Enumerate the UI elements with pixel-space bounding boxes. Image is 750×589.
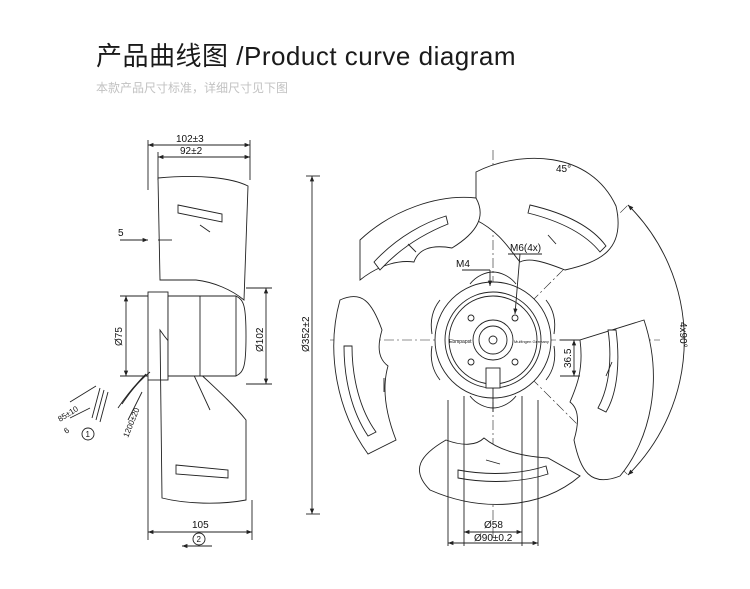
- dim-angle-4x90: 4x90°: [677, 322, 688, 348]
- dim-diameter-fan: Ø352±2: [301, 316, 312, 352]
- front-blade-4: [333, 296, 397, 455]
- title-zh: 产品曲线图: [96, 42, 229, 72]
- dim-cable-strip: 85±10: [56, 404, 80, 424]
- dim-angle-45: 45°: [556, 164, 571, 175]
- hub-label-right: Mulfingen Germany: [514, 339, 549, 344]
- front-blade-2: [569, 319, 654, 481]
- callout-1-circle: [81, 427, 95, 441]
- dim-cable-length: 1200±20: [122, 406, 142, 439]
- dim-wire-strip: 6: [62, 425, 71, 435]
- page-subtitle: 本款产品尺寸标准，详细尺寸见下图: [96, 81, 289, 95]
- dim-width-total: 102±3: [176, 134, 204, 145]
- label-m6: M6(4x): [510, 243, 541, 254]
- dim-36-5: 36.5: [563, 348, 574, 368]
- front-blade-1: [475, 157, 619, 271]
- callout-2-label: 2: [197, 535, 202, 544]
- dim-width-inner: 92±2: [180, 146, 203, 157]
- header: 产品曲线图 /Product curve diagram 本款产品尺寸标准，详细…: [96, 36, 516, 96]
- side-view: [69, 140, 272, 549]
- page-title: 产品曲线图 /Product curve diagram: [96, 36, 516, 73]
- front-blade-3: [419, 437, 581, 505]
- front-view: [306, 150, 685, 546]
- dim-offset: 5: [118, 228, 124, 239]
- dim-diameter-hub: Ø75: [114, 327, 125, 346]
- cable-gland: [485, 367, 501, 389]
- dim-diameter-90: Ø90±0.2: [474, 533, 513, 544]
- dim-diameter-rotor: Ø102: [255, 327, 266, 352]
- hub-inner: [472, 319, 514, 361]
- label-m4: M4: [456, 259, 470, 270]
- dim-depth-bottom: 105: [192, 520, 209, 531]
- callout-2-circle: [192, 532, 206, 546]
- hub-label-left: Ebmpapst: [449, 339, 472, 345]
- front-blade-5: [359, 196, 481, 281]
- side-blade-upper: [157, 176, 249, 301]
- cable: [121, 371, 151, 405]
- callout-1-label: 1: [86, 430, 91, 439]
- dim-diameter-58: Ø58: [484, 520, 503, 531]
- title-en: /Product curve diagram: [236, 41, 517, 71]
